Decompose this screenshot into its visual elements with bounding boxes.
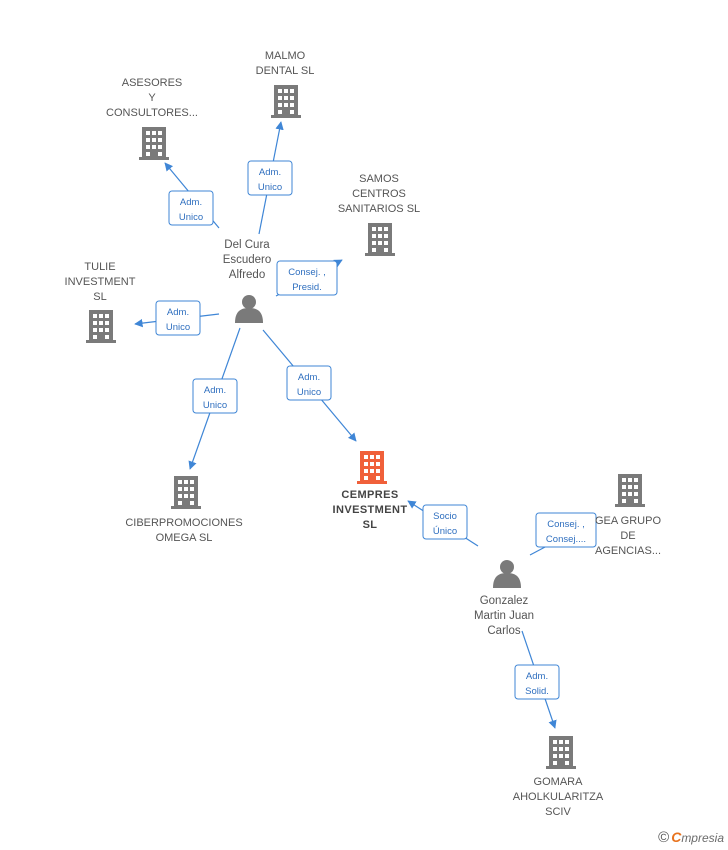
person-label: Carlos	[487, 625, 520, 637]
company-label: TULIE	[84, 261, 115, 273]
brand-initial: C	[671, 829, 682, 845]
company-label: GEA GRUPO	[595, 515, 661, 527]
edge-label-text: Consej. ,	[288, 267, 326, 278]
edge-label-text: Adm.	[526, 671, 548, 682]
company-node-samos[interactable]: SAMOS CENTROS SANITARIOS SL	[338, 173, 420, 256]
edge-delcura-samos: Consej. , Presid.	[275, 259, 343, 297]
edge-delcura-ciber: Adm. Unico	[188, 327, 241, 470]
person-icon[interactable]	[235, 295, 263, 323]
edge-gonzalez-gomara: Adm. Solid.	[514, 630, 560, 729]
edge-label-box[interactable]	[535, 512, 597, 548]
company-label: OMEGA SL	[156, 532, 213, 544]
company-label: GOMARA	[534, 776, 584, 788]
company-label: CEMPRES	[341, 489, 398, 501]
edge-label-text: Presid.	[292, 282, 322, 293]
company-node-malmo[interactable]: MALMO DENTAL SL	[256, 50, 315, 118]
edge-label-text: Unico	[166, 322, 190, 333]
company-label: AGENCIAS...	[595, 545, 661, 557]
edge-gonzalez-gea: Consej. , Consej....	[529, 512, 597, 556]
building-icon[interactable]	[546, 736, 576, 769]
edge-delcura-cempres: Adm. Unico	[262, 329, 357, 442]
building-icon[interactable]	[86, 310, 116, 343]
edge-label-text: Consej. ,	[547, 519, 585, 530]
edge-label-box[interactable]	[168, 190, 214, 226]
edge-label-box[interactable]	[514, 664, 560, 700]
edge-label-text: Adm.	[167, 307, 189, 318]
brand-name: mpresia	[681, 831, 724, 845]
edge-label-text: Adm.	[204, 385, 226, 396]
edge-label-text: Único	[433, 526, 457, 537]
edge-label-text: Unico	[203, 400, 227, 411]
building-icon[interactable]	[365, 223, 395, 256]
copyright-symbol: ©	[658, 829, 670, 846]
edge-label-text: Solid.	[525, 686, 549, 697]
edge-label-text: Consej....	[546, 534, 586, 545]
company-label: SL	[93, 291, 106, 303]
company-label: INVESTMENT	[333, 504, 408, 516]
company-node-cempres[interactable]: CEMPRES INVESTMENT SL	[333, 451, 408, 531]
company-label: Y	[148, 92, 156, 104]
person-icon[interactable]	[493, 560, 521, 588]
company-label: SL	[363, 519, 378, 531]
person-label: Del Cura	[224, 239, 270, 251]
edge-label-box[interactable]	[286, 365, 332, 401]
edge-label-box[interactable]	[276, 260, 338, 296]
company-label: ASESORES	[122, 77, 183, 89]
person-label: Escudero	[223, 254, 272, 266]
company-label: CIBERPROMOCIONES	[125, 517, 242, 529]
person-label: Alfredo	[229, 269, 265, 281]
company-node-gomara[interactable]: GOMARA AHOLKULARITZA SCIV	[513, 736, 604, 818]
company-label: SANITARIOS SL	[338, 203, 420, 215]
company-label: DENTAL SL	[256, 65, 315, 77]
company-node-ciber[interactable]: CIBERPROMOCIONES OMEGA SL	[125, 476, 243, 544]
company-label: DE	[620, 530, 635, 542]
company-label: CONSULTORES...	[106, 107, 198, 119]
edge-label-box[interactable]	[155, 300, 201, 336]
company-label: CENTROS	[352, 188, 406, 200]
building-icon[interactable]	[615, 474, 645, 507]
person-label: Gonzalez	[480, 595, 529, 607]
person-label: Martin Juan	[474, 610, 534, 622]
company-label: SAMOS	[359, 173, 399, 185]
edge-delcura-asesores: Adm. Unico	[164, 162, 220, 229]
edge-label-box[interactable]	[192, 378, 238, 414]
edge-label-text: Unico	[179, 212, 203, 223]
edge-label-text: Adm.	[259, 167, 281, 178]
building-icon[interactable]	[139, 127, 169, 160]
company-node-gea[interactable]: GEA GRUPO DE AGENCIAS...	[595, 474, 661, 557]
edge-delcura-tulie: Adm. Unico	[134, 300, 220, 336]
edge-label-text: Unico	[258, 182, 282, 193]
company-label: SCIV	[545, 806, 571, 818]
edge-label-text: Socio	[433, 511, 457, 522]
company-label: MALMO	[265, 50, 306, 62]
edge-label-text: Adm.	[298, 372, 320, 383]
edge-label-box[interactable]	[247, 160, 293, 196]
building-icon[interactable]	[357, 451, 387, 484]
edge-label-text: Unico	[297, 387, 321, 398]
company-label: INVESTMENT	[65, 276, 136, 288]
edge-label-text: Adm.	[180, 197, 202, 208]
edge-label-box[interactable]	[422, 504, 468, 540]
building-icon[interactable]	[171, 476, 201, 509]
company-node-asesores[interactable]: ASESORES Y CONSULTORES...	[106, 77, 198, 160]
building-icon[interactable]	[271, 85, 301, 118]
nodes-layer: CEMPRES INVESTMENT SL ASESORES Y CONSULTORES.…	[65, 50, 662, 818]
company-node-tulie[interactable]: TULIE INVESTMENT SL	[65, 261, 136, 343]
edge-delcura-malmo: Adm. Unico	[247, 121, 293, 235]
brand-watermark: ©Cmpresia	[658, 829, 724, 846]
company-label: AHOLKULARITZA	[513, 791, 604, 803]
